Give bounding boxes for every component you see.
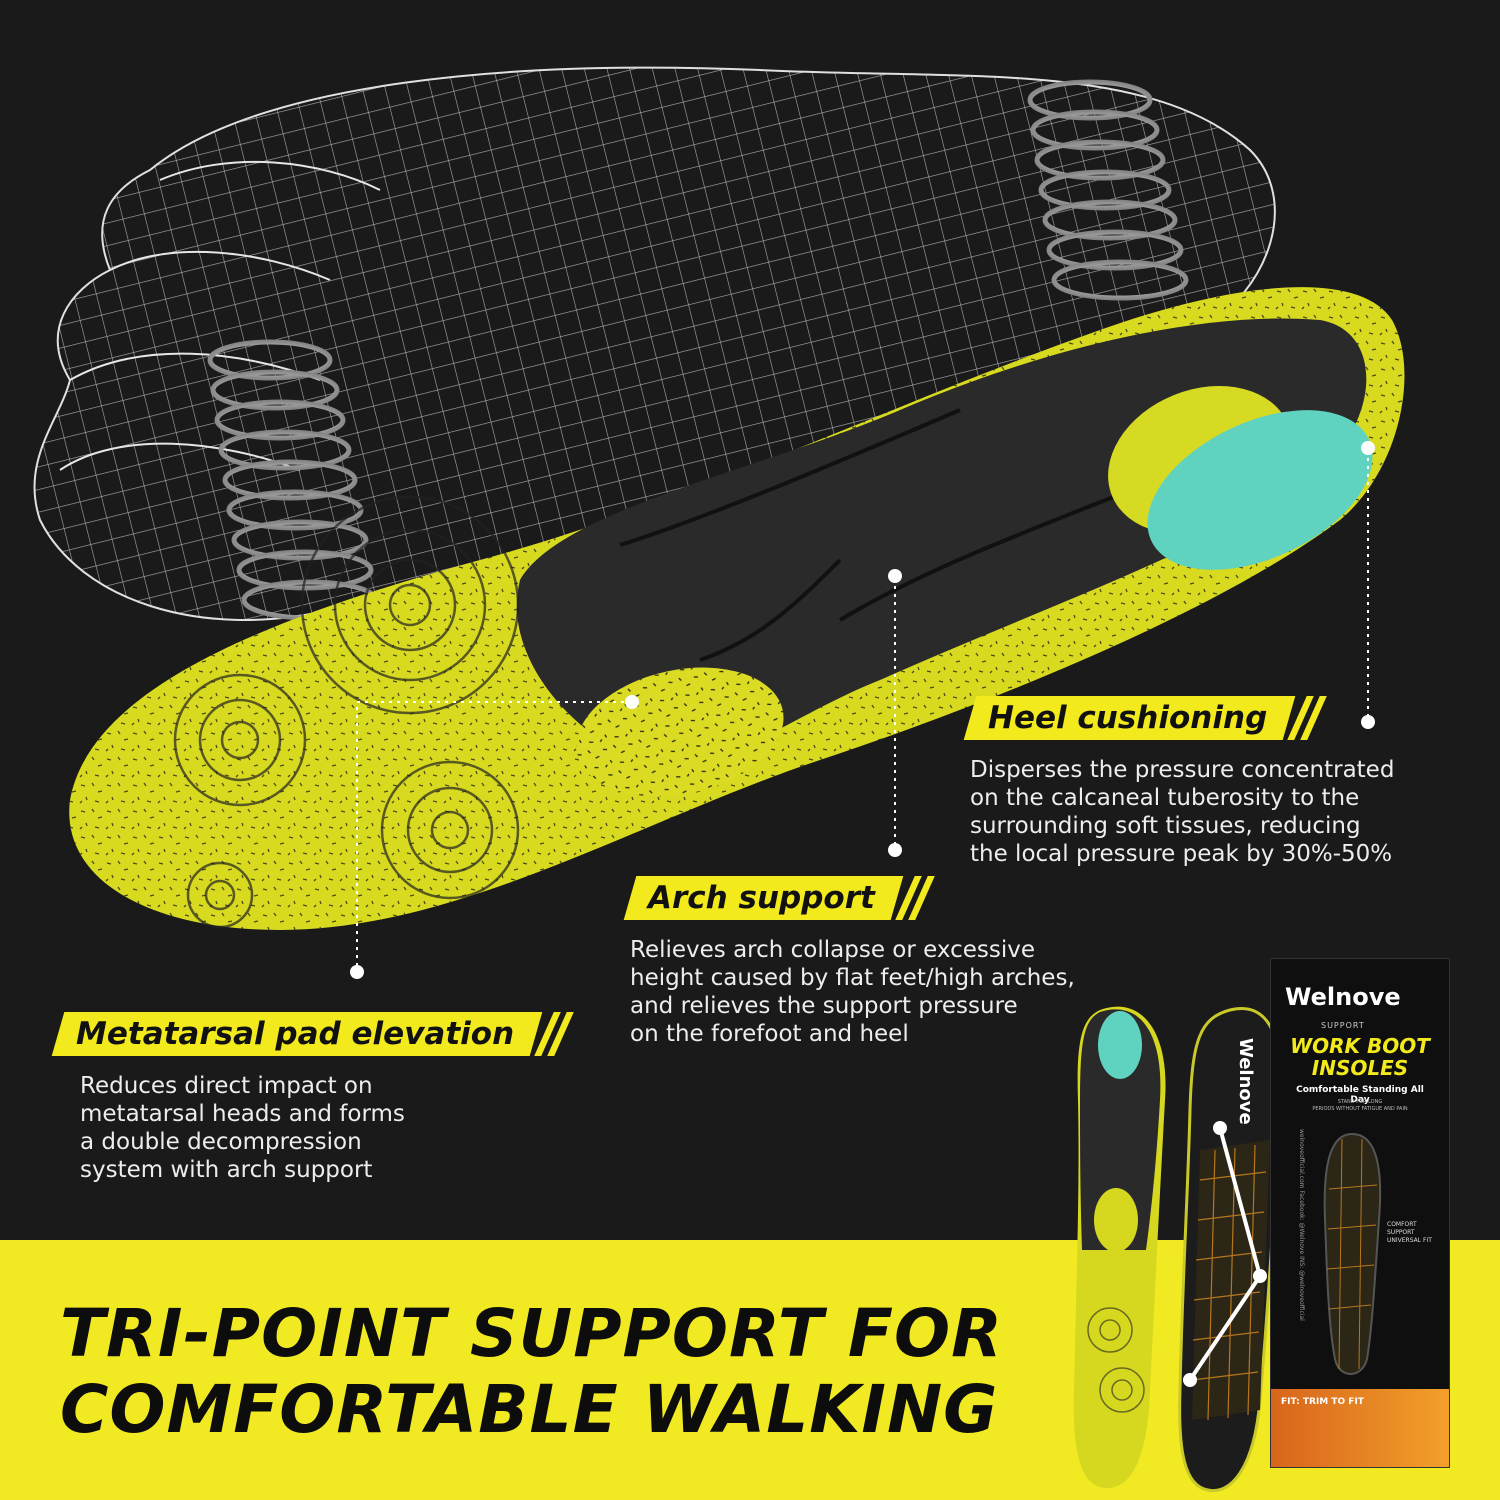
package-mini-text: STAND FOR LONG PERIODS WITHOUT FATIGUE A… [1312,1099,1408,1112]
leader-lines [356,450,1369,970]
callout-description: Disperses the pressure concentrated on t… [970,757,1395,867]
callout-arch-support: Arch support Relieves arch collapse or e… [623,876,1075,1048]
insole-brand-text: Welnove [1235,1038,1256,1125]
callout-heel-cushioning: Heel cushioning Disperses the pressure c… [963,696,1395,868]
headline: TRI-POINT SUPPORT FOR COMFORTABLE WALKIN… [60,1295,1003,1448]
spring-right [1027,79,1189,301]
slash-decoration [895,876,935,920]
insole-hero-illustration [33,66,1405,979]
callout-label: Metatarsal pad elevation [51,1012,543,1056]
callout-label: Heel cushioning [963,696,1296,740]
package-features: COMFORT SUPPORT UNIVERSAL FIT [1387,1221,1432,1244]
callout-description: Reduces direct impact on metatarsal head… [80,1073,405,1183]
package-fit-strip: FIT: TRIM TO FIT [1271,1389,1449,1467]
product-insole-pair: Welnove [1073,1006,1283,1493]
slash-decoration [1287,696,1328,740]
heel-gel-pad [1098,1011,1142,1079]
package-insole-graphic [1323,1132,1382,1375]
brand-logo: Welnove [1285,983,1401,1011]
callout-metatarsal-pad: Metatarsal pad elevation Reduces direct … [51,1012,574,1184]
insole [69,287,1405,931]
package-title: WORK BOOT INSOLES [1290,1034,1430,1080]
callout-label: Arch support [623,876,904,920]
package-tagline: Comfortable Standing All Day [1296,1085,1424,1105]
leader-dots [350,441,1375,979]
spring-left [207,339,379,621]
heel-gel-pad [1147,410,1373,570]
product-package: Welnove SUPPORT WORK BOOT INSOLES Comfor… [1270,958,1450,1468]
callout-description: Relieves arch collapse or excessive heig… [630,937,1075,1047]
package-side-text: welnoveofficial.com Facebook: @Welnove I… [1298,1129,1305,1321]
slash-decoration [534,1012,574,1056]
package-sub: SUPPORT [1321,1021,1365,1030]
